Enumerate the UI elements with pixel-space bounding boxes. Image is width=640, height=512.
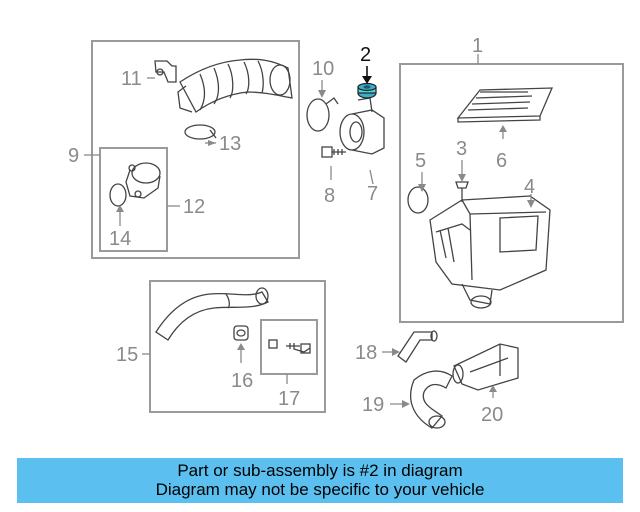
callout-11: 11 xyxy=(121,68,142,90)
callout-12: 12 xyxy=(183,196,205,218)
callout-2: 2 xyxy=(360,44,371,66)
part-19-hose xyxy=(409,370,453,429)
callout-13: 13 xyxy=(219,133,241,155)
part-17-bolts xyxy=(268,339,311,354)
callout-16: 16 xyxy=(231,370,253,392)
part-20-duct xyxy=(452,343,519,391)
part-12-adapter xyxy=(125,162,161,199)
part-7-maf-sensor xyxy=(339,97,385,155)
part-5-gasket xyxy=(407,186,429,214)
part-6-filter xyxy=(456,87,553,123)
part-18-tube xyxy=(397,330,438,363)
part-intake-hose xyxy=(177,58,293,113)
leader-lines xyxy=(84,54,532,405)
part-3-bolt xyxy=(455,181,469,202)
banner-line-1: Part or sub-assembly is #2 in diagram xyxy=(177,461,463,480)
callout-18: 18 xyxy=(355,342,377,364)
part-2-arrowhead xyxy=(362,76,372,84)
part-16-grommet xyxy=(233,325,249,341)
callout-7: 7 xyxy=(367,183,378,205)
callout-9: 9 xyxy=(68,145,79,167)
part-14-oring xyxy=(109,183,127,207)
callout-8: 8 xyxy=(324,185,335,207)
part-11-fitting xyxy=(154,60,177,83)
callout-4: 4 xyxy=(524,176,535,198)
part-2-grommet xyxy=(357,82,377,99)
callout-3: 3 xyxy=(456,138,467,160)
callout-15: 15 xyxy=(116,344,138,366)
callout-5: 5 xyxy=(415,150,426,172)
part-13-clamp xyxy=(184,124,217,140)
group-box-hoses xyxy=(149,280,326,413)
group-box-intake-duct xyxy=(91,40,300,259)
callout-19: 19 xyxy=(362,394,384,416)
group-box-air-cleaner xyxy=(399,63,624,323)
group-box-12-14 xyxy=(99,147,168,252)
part-4-housing xyxy=(429,195,551,309)
callout-10: 10 xyxy=(312,58,334,80)
callout-6: 6 xyxy=(496,150,507,172)
part-10-clamp xyxy=(306,97,339,132)
callout-14: 14 xyxy=(109,228,131,250)
info-banner: Part or sub-assembly is #2 in diagram Di… xyxy=(17,458,623,503)
group-box-17 xyxy=(260,319,318,375)
banner-line-2: Diagram may not be specific to your vehi… xyxy=(155,480,485,499)
callout-20: 20 xyxy=(481,404,503,426)
part-8-bolt xyxy=(321,146,346,158)
callout-17: 17 xyxy=(278,388,300,410)
part-15-hose xyxy=(155,287,269,341)
leader-arrowheads xyxy=(116,90,535,408)
callout-1: 1 xyxy=(472,35,483,57)
